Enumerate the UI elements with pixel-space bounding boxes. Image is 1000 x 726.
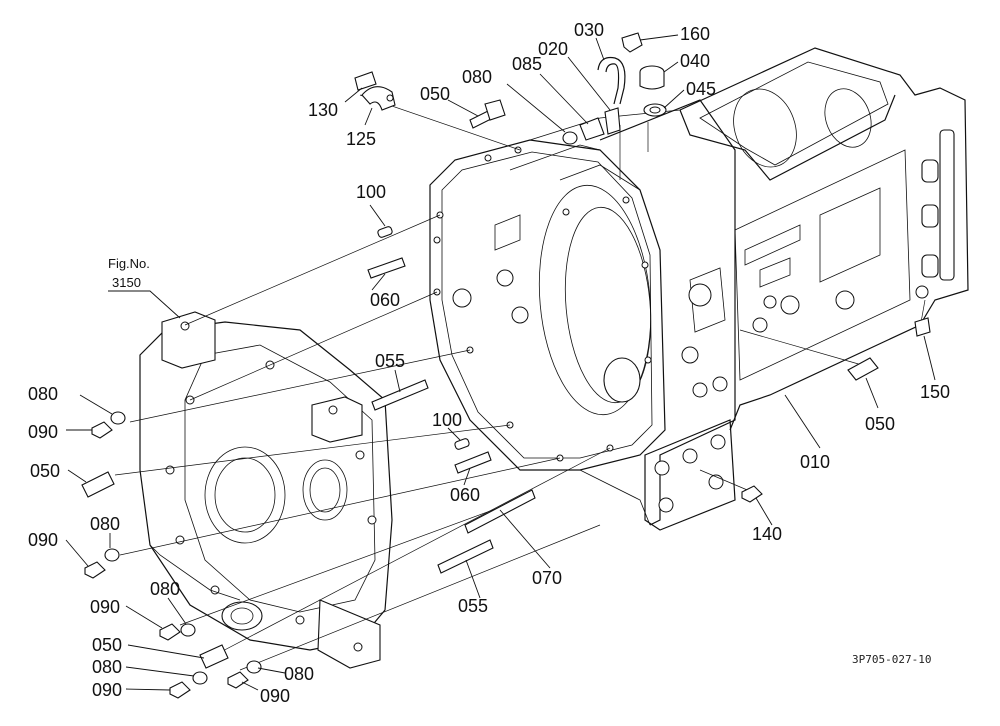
callout-090-left-b: 090 xyxy=(28,530,58,550)
callout-090-bottom: 090 xyxy=(92,680,122,700)
callout-050-right: 050 xyxy=(865,414,895,434)
callout-050: 050 xyxy=(420,84,450,104)
callout-060-lower: 060 xyxy=(450,485,480,505)
callout-labels: 130 125 050 080 085 020 030 160 040 045 … xyxy=(28,20,950,706)
fig-ref-label: Fig.No. xyxy=(108,256,150,271)
callout-130: 130 xyxy=(308,100,338,120)
front-flange-plate xyxy=(429,109,681,526)
callout-030: 030 xyxy=(574,20,604,40)
washer-080-a xyxy=(110,411,126,425)
stud-060-upper xyxy=(367,257,406,279)
callout-050-bottom: 050 xyxy=(92,635,122,655)
nut-090-a xyxy=(91,421,113,439)
stud-060-lower xyxy=(454,451,492,474)
pin-100-lower xyxy=(454,438,470,450)
callout-080-bottom-right: 080 xyxy=(284,664,314,684)
callout-160: 160 xyxy=(680,24,710,44)
nut-090-c xyxy=(159,623,181,641)
callout-080: 080 xyxy=(462,67,492,87)
stud-055-lower xyxy=(437,539,494,574)
washer-080-b xyxy=(104,548,120,562)
bolt-050-top xyxy=(469,99,506,129)
fasteners xyxy=(81,32,931,699)
clamp-125 xyxy=(354,71,396,111)
stud-055-upper xyxy=(371,379,429,411)
callout-080-left-a: 080 xyxy=(28,384,58,404)
callout-010: 010 xyxy=(800,452,830,472)
bolt-050-right xyxy=(847,357,879,381)
callout-020: 020 xyxy=(538,39,568,59)
callout-070: 070 xyxy=(532,568,562,588)
callout-100-lower: 100 xyxy=(432,410,462,430)
nut-090-e xyxy=(227,671,249,689)
pin-100-upper xyxy=(377,226,393,238)
callout-045: 045 xyxy=(686,79,716,99)
drawing-code: 3P705-027-10 xyxy=(852,653,931,666)
plug-150 xyxy=(914,317,931,337)
callout-080-left-b: 080 xyxy=(90,514,120,534)
fig-ref-leader xyxy=(108,290,181,319)
callout-040: 040 xyxy=(680,51,710,71)
collar-085 xyxy=(579,117,605,141)
nut-090-b xyxy=(84,561,106,579)
washer-080-c xyxy=(180,623,196,637)
bolt-050-bottom xyxy=(199,644,229,669)
callout-080-bottom: 080 xyxy=(92,657,122,677)
callout-050-left: 050 xyxy=(30,461,60,481)
callout-125: 125 xyxy=(346,129,376,149)
hose-030 xyxy=(597,56,626,105)
callout-090-bottom-right: 090 xyxy=(260,686,290,706)
callout-140: 140 xyxy=(752,524,782,544)
callout-090-left-a: 090 xyxy=(28,422,58,442)
leader-lines xyxy=(65,34,936,691)
joint-020 xyxy=(604,107,621,135)
callout-090-left-c: 090 xyxy=(90,597,120,617)
nut-090-d xyxy=(169,681,191,699)
elbow-160 xyxy=(621,32,643,53)
nut-140 xyxy=(741,485,763,503)
front-cover-housing xyxy=(139,311,393,669)
bolt-050-left xyxy=(81,471,115,498)
fig-ref-number: 3150 xyxy=(112,275,141,290)
callout-055-lower: 055 xyxy=(458,596,488,616)
assembly-guide-lines xyxy=(114,94,926,671)
figure-reference: Fig.No. 3150 xyxy=(108,256,181,319)
washer-080-d xyxy=(192,671,208,685)
transmission-case-010 xyxy=(599,47,969,531)
cap-040 xyxy=(639,65,665,90)
callout-080-left-c: 080 xyxy=(150,579,180,599)
callout-085: 085 xyxy=(512,54,542,74)
stud-070 xyxy=(464,489,536,534)
callout-100: 100 xyxy=(356,182,386,202)
callout-055: 055 xyxy=(375,351,405,371)
callout-150: 150 xyxy=(920,382,950,402)
washer-080-e xyxy=(246,660,262,674)
callout-060: 060 xyxy=(370,290,400,310)
washer-080-top xyxy=(562,131,578,145)
